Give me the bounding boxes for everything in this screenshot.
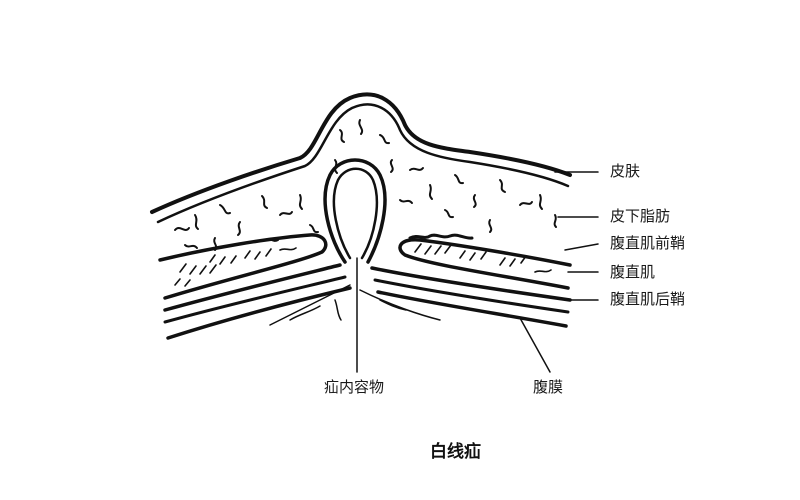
right-rectus-muscle-texture [414, 243, 552, 273]
preperitoneal-strands [269, 284, 441, 326]
label-hernia-contents: 疝内容物 [324, 378, 385, 396]
skin-inner-line [156, 103, 570, 224]
hernia-sac-inner [332, 167, 379, 260]
label-subcutaneous-fat: 皮下脂肪 [610, 207, 671, 225]
label-skin: 皮肤 [610, 162, 641, 180]
right-posterior-sheath-2 [373, 278, 570, 314]
subcutaneous-fat-texture [174, 119, 557, 251]
leader-lines [356, 171, 599, 373]
left-peritoneum [166, 286, 352, 340]
right-anterior-sheath [398, 238, 572, 290]
left-rectus-muscle-texture [174, 247, 297, 287]
label-peritoneum: 腹膜 [533, 378, 564, 396]
left-anterior-sheath [158, 233, 328, 300]
skin-outer-line [150, 92, 572, 214]
label-posterior-rectus-sheath: 腹直肌后鞘 [610, 290, 686, 308]
fat-deposit [408, 233, 474, 240]
left-posterior-sheath-2 [163, 275, 347, 324]
right-posterior-sheath-1 [370, 266, 572, 302]
label-rectus-abdominis: 腹直肌 [610, 263, 656, 281]
figure-title: 白线疝 [430, 442, 481, 462]
hernia-sac-outer [323, 158, 387, 264]
right-peritoneum [376, 290, 568, 328]
label-anterior-rectus-sheath: 腹直肌前鞘 [610, 234, 686, 252]
left-posterior-sheath-1 [163, 263, 342, 312]
